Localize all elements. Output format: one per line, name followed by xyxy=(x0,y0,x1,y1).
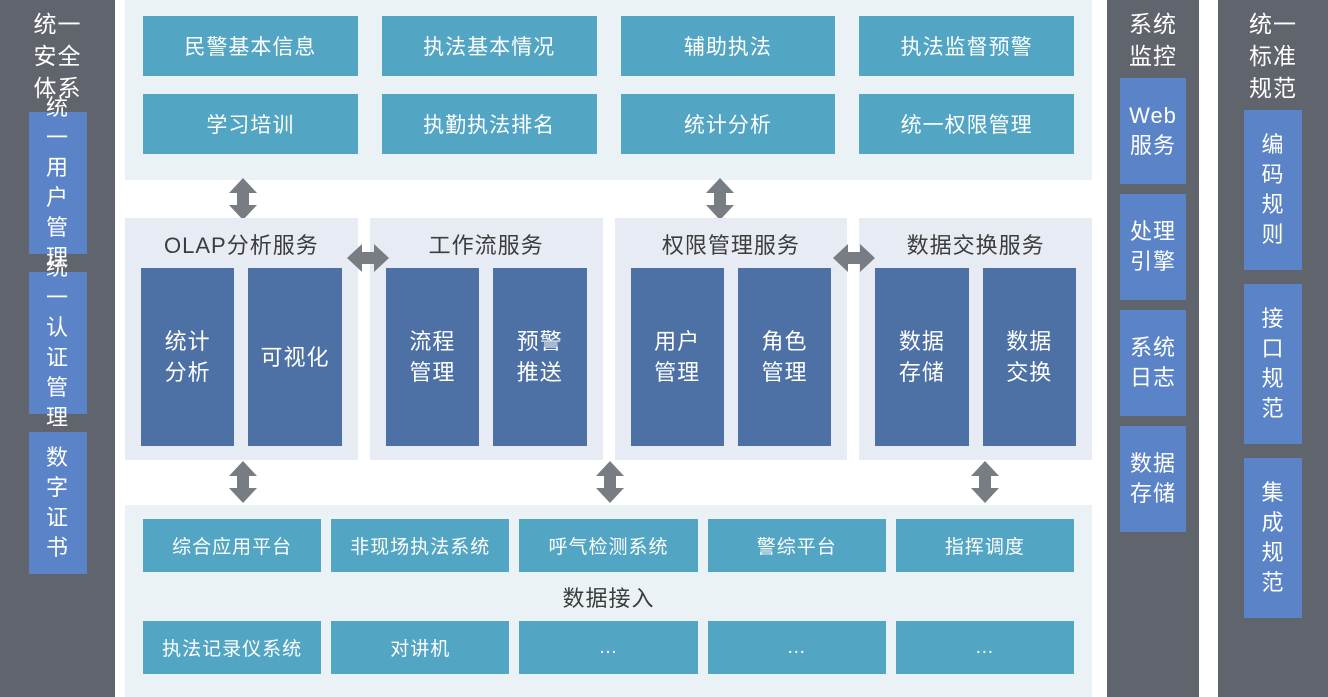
data-access-label: 数据接入 xyxy=(562,586,655,611)
data-box-breath-detection-system[interactable]: 呼气检测系统 xyxy=(519,519,698,572)
sidebar-item-unified-auth-management[interactable]: 统 一 认 证 管 理 xyxy=(28,255,87,430)
data-access-row-top: 综合应用平台 非现场执法系统 呼气检测系统 警综平台 指挥调度 xyxy=(143,519,1074,572)
data-box-command-dispatch[interactable]: 指挥调度 xyxy=(895,519,1074,572)
app-box-statistical-analysis[interactable]: 统计分析 xyxy=(620,94,836,154)
security-system-title: 统一 安全 体系 xyxy=(33,11,82,101)
service-box-role-management[interactable]: 角色 管理 xyxy=(737,268,832,446)
service-panel-permission: 权限管理服务 用户 管理 角色 管理 xyxy=(614,218,848,460)
unified-standard-title: 统一 标准 规范 xyxy=(1249,11,1297,101)
service-panel-olap-title: OLAP分析服务 xyxy=(164,233,319,258)
service-panel-workflow-boxes: 流程 管理 预警 推送 xyxy=(385,268,587,446)
monitor-item-web-service[interactable]: Web 服务 xyxy=(1120,78,1186,184)
service-panel-olap-boxes: 统计 分析 可视化 xyxy=(141,268,342,446)
system-monitor-items: Web 服务 处理 引擎 系统 日志 数据 存储 xyxy=(1107,72,1199,697)
data-access-layer: 综合应用平台 非现场执法系统 呼气检测系统 警综平台 指挥调度 数据接入 执法记… xyxy=(125,505,1092,697)
standard-item-interface-spec[interactable]: 接 口 规 范 xyxy=(1244,284,1302,444)
data-box-law-enforcement-recorder-system[interactable]: 执法记录仪系统 xyxy=(143,621,322,674)
service-panel-workflow: 工作流服务 流程 管理 预警 推送 xyxy=(369,218,603,460)
service-panel-permission-boxes: 用户 管理 角色 管理 xyxy=(630,268,832,446)
service-box-process-management[interactable]: 流程 管理 xyxy=(385,268,480,446)
service-box-user-management[interactable]: 用户 管理 xyxy=(630,268,724,446)
data-access-row-bottom: 执法记录仪系统 对讲机 … … … xyxy=(143,621,1074,674)
unified-standard-items: 编 码 规 则 接 口 规 范 集 成 规 范 xyxy=(1218,104,1328,697)
vertical-double-arrow-icon-olap-to-data xyxy=(228,461,258,503)
vertical-double-arrow-icon-app-to-permission xyxy=(705,178,735,220)
standard-item-coding-rules[interactable]: 编 码 规 则 xyxy=(1244,110,1302,270)
app-box-police-basic-info[interactable]: 民警基本信息 xyxy=(143,16,358,76)
service-panel-data-exchange: 数据交换服务 数据 存储 数据 交换 xyxy=(859,218,1092,460)
standard-item-integration-spec[interactable]: 集 成 规 范 xyxy=(1244,458,1302,618)
app-box-enforcement-basic-status[interactable]: 执法基本情况 xyxy=(381,16,597,76)
app-box-unified-permission-management[interactable]: 统一权限管理 xyxy=(859,94,1074,154)
vertical-double-arrow-icon-workflow-to-data xyxy=(595,461,625,503)
security-system-column: 统一 安全 体系 统 一 用 户 管 理 统 一 认 证 管 理 数 字 证 书 xyxy=(0,0,115,697)
monitor-item-system-log[interactable]: 系统 日志 xyxy=(1120,310,1186,416)
app-box-study-training[interactable]: 学习培训 xyxy=(143,94,358,154)
monitor-item-data-storage[interactable]: 数据 存储 xyxy=(1120,426,1186,532)
service-layer: OLAP分析服务 统计 分析 可视化 工作流服务 流程 管理 预警 推送 权限管… xyxy=(125,218,1092,460)
unified-standard-column: 统一 标准 规范 编 码 规 则 接 口 规 范 集 成 规 范 xyxy=(1218,0,1328,697)
system-monitor-column: 系统 监控 Web 服务 处理 引擎 系统 日志 数据 存储 xyxy=(1107,0,1199,697)
service-box-visualization[interactable]: 可视化 xyxy=(248,268,342,446)
app-box-duty-enforcement-ranking[interactable]: 执勤执法排名 xyxy=(381,94,597,154)
horizontal-double-arrow-icon-olap-workflow xyxy=(347,243,389,273)
service-box-data-storage[interactable]: 数据 存储 xyxy=(875,268,969,446)
data-box-walkie-talkie[interactable]: 对讲机 xyxy=(331,621,510,674)
data-box-placeholder-2[interactable]: … xyxy=(707,621,886,674)
service-panel-data-exchange-boxes: 数据 存储 数据 交换 xyxy=(875,268,1076,446)
sidebar-item-unified-user-management[interactable]: 统 一 用 户 管 理 xyxy=(28,95,87,270)
service-panel-permission-title: 权限管理服务 xyxy=(661,233,800,258)
horizontal-double-arrow-icon-permission-data-exchange xyxy=(833,243,875,273)
service-panel-data-exchange-title: 数据交换服务 xyxy=(906,233,1045,258)
application-layer-grid: 民警基本信息 执法基本情况 辅助执法 执法监督预警 学习培训 执勤执法排名 统计… xyxy=(143,16,1074,154)
service-panel-workflow-title: 工作流服务 xyxy=(428,233,544,258)
security-system-items: 统 一 用 户 管 理 统 一 认 证 管 理 数 字 证 书 xyxy=(0,95,115,697)
vertical-double-arrow-icon-app-to-olap xyxy=(228,178,258,220)
app-box-enforcement-supervision-alert[interactable]: 执法监督预警 xyxy=(859,16,1074,76)
data-box-non-onsite-enforcement-system[interactable]: 非现场执法系统 xyxy=(331,519,510,572)
main-architecture-area: 民警基本信息 执法基本情况 辅助执法 执法监督预警 学习培训 执勤执法排名 统计… xyxy=(125,0,1092,697)
data-box-placeholder-3[interactable]: … xyxy=(895,621,1074,674)
service-box-statistical-analysis[interactable]: 统计 分析 xyxy=(141,268,235,446)
sidebar-item-digital-certificate[interactable]: 数 字 证 书 xyxy=(28,432,87,574)
service-panel-olap: OLAP分析服务 统计 分析 可视化 xyxy=(125,218,358,460)
service-box-alert-push[interactable]: 预警 推送 xyxy=(493,268,587,446)
system-monitor-title: 系统 监控 xyxy=(1129,11,1177,69)
application-layer: 民警基本信息 执法基本情况 辅助执法 执法监督预警 学习培训 执勤执法排名 统计… xyxy=(125,0,1092,180)
data-box-integrated-application-platform[interactable]: 综合应用平台 xyxy=(143,519,322,572)
service-box-data-exchange[interactable]: 数据 交换 xyxy=(982,268,1076,446)
data-box-placeholder-1[interactable]: … xyxy=(519,621,698,674)
data-box-police-integrated-platform[interactable]: 警综平台 xyxy=(707,519,886,572)
monitor-item-processing-engine[interactable]: 处理 引擎 xyxy=(1120,194,1186,300)
app-box-assisted-enforcement[interactable]: 辅助执法 xyxy=(620,16,836,76)
vertical-double-arrow-icon-exchange-to-data xyxy=(970,461,1000,503)
